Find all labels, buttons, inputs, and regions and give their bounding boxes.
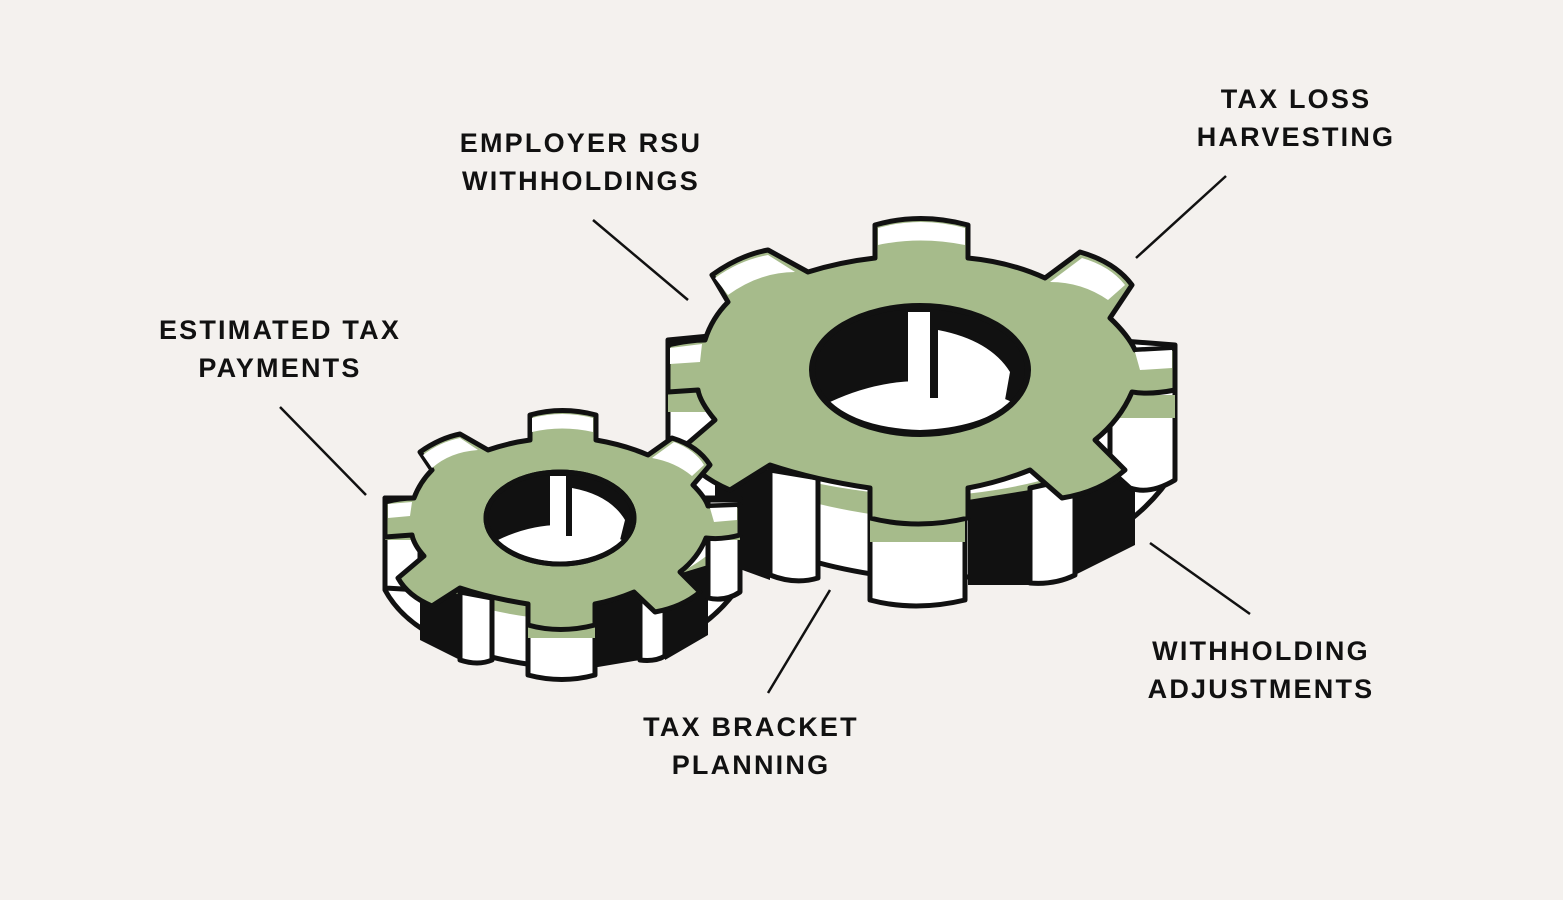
- large-gear-icon: [665, 216, 1178, 609]
- label-tax-loss-line2: HARVESTING: [1196, 122, 1396, 152]
- label-tax-bracket-line1: TAX BRACKET: [643, 712, 859, 742]
- label-employer-rsu-withholdings: EMPLOYER RSU WITHHOLDINGS: [450, 124, 712, 200]
- label-employer-rsu-line1: EMPLOYER RSU: [459, 128, 703, 158]
- large-gear-hole: [809, 303, 1031, 437]
- label-withholding-adjustments-line2: ADJUSTMENTS: [1147, 674, 1375, 704]
- label-estimated-tax-line1: ESTIMATED TAX: [158, 315, 402, 345]
- callout-line-tax-loss: [1135, 175, 1227, 259]
- callout-line-estimated-tax: [279, 406, 367, 496]
- label-tax-loss-line1: TAX LOSS: [1220, 84, 1372, 114]
- small-gear-hole: [483, 469, 637, 567]
- label-tax-loss-harvesting: TAX LOSS HARVESTING: [1180, 80, 1412, 156]
- label-withholding-adjustments: WITHHOLDING ADJUSTMENTS: [1136, 632, 1386, 708]
- label-estimated-tax-payments: ESTIMATED TAX PAYMENTS: [150, 311, 410, 387]
- callout-line-withholding-adjustments: [1149, 541, 1251, 616]
- callout-line-employer-rsu: [592, 219, 689, 301]
- callout-line-tax-bracket: [766, 589, 832, 694]
- label-tax-bracket-planning: TAX BRACKET PLANNING: [630, 708, 872, 784]
- label-withholding-adjustments-line1: WITHHOLDING: [1152, 636, 1370, 666]
- label-estimated-tax-line2: PAYMENTS: [198, 353, 362, 383]
- small-gear-icon: [382, 408, 743, 682]
- label-employer-rsu-line2: WITHHOLDINGS: [462, 166, 700, 196]
- label-tax-bracket-line2: PLANNING: [671, 750, 831, 780]
